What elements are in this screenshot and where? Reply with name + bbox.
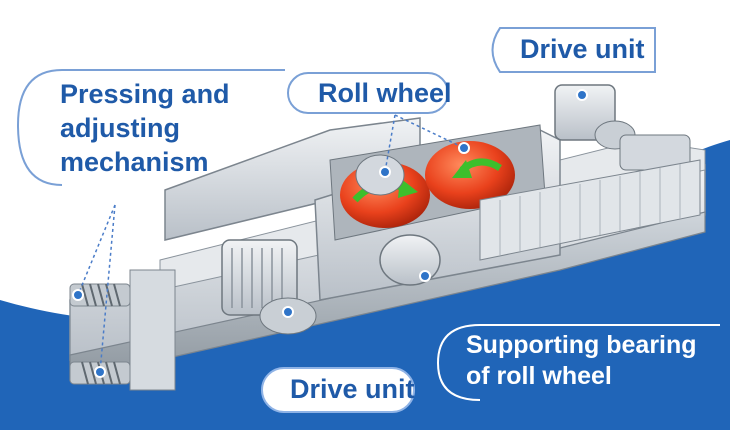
label-pressing-adjusting-mechanism: Pressing and adjusting mechanism: [60, 78, 230, 179]
roll-wheel-pill: [287, 72, 449, 114]
marker-roll-left: [379, 166, 391, 178]
drive-motor-rear: [554, 84, 691, 171]
leader-pressing-1: [77, 204, 116, 296]
label-supporting-line-2: of roll wheel: [466, 362, 612, 391]
leader-pressing-2: [99, 204, 116, 373]
pressing-callout-outline: [16, 69, 285, 186]
label-roll-wheel: Roll wheel: [318, 78, 452, 108]
supporting-callout-outline: [436, 324, 720, 401]
leader-roll: [384, 114, 396, 173]
label-supporting-line-1: Supporting bearing: [466, 331, 697, 359]
label-pressing-line-1: Pressing and: [60, 79, 230, 109]
rotation-arrow-right-head: [452, 160, 472, 178]
drive-unit-top-outline: [491, 27, 656, 73]
label-pressing-line-2: adjusting: [60, 112, 180, 143]
label-drive-unit-top: Drive unit: [520, 34, 645, 64]
rotation-arrow-left-head: [398, 178, 418, 198]
marker-motor-rear: [576, 89, 588, 101]
marker-roll-right: [458, 142, 470, 154]
marker-spring-top: [72, 289, 84, 301]
marker-spring-bottom: [94, 366, 106, 378]
leader-roll-2: [394, 114, 465, 149]
label-drive-unit-bottom: Drive unit: [290, 374, 415, 404]
drive-unit-bottom-pill: [261, 367, 415, 413]
grille-guard: [479, 159, 701, 261]
label-pressing-line-3: mechanism: [60, 146, 209, 177]
label-supporting-bearing: Supporting bearing of roll wheel: [466, 330, 697, 393]
drive-motor-front: [221, 239, 317, 335]
marker-motor-front: [282, 306, 294, 318]
bottom-blue-band: [0, 140, 730, 430]
marker-bearing: [419, 270, 431, 282]
